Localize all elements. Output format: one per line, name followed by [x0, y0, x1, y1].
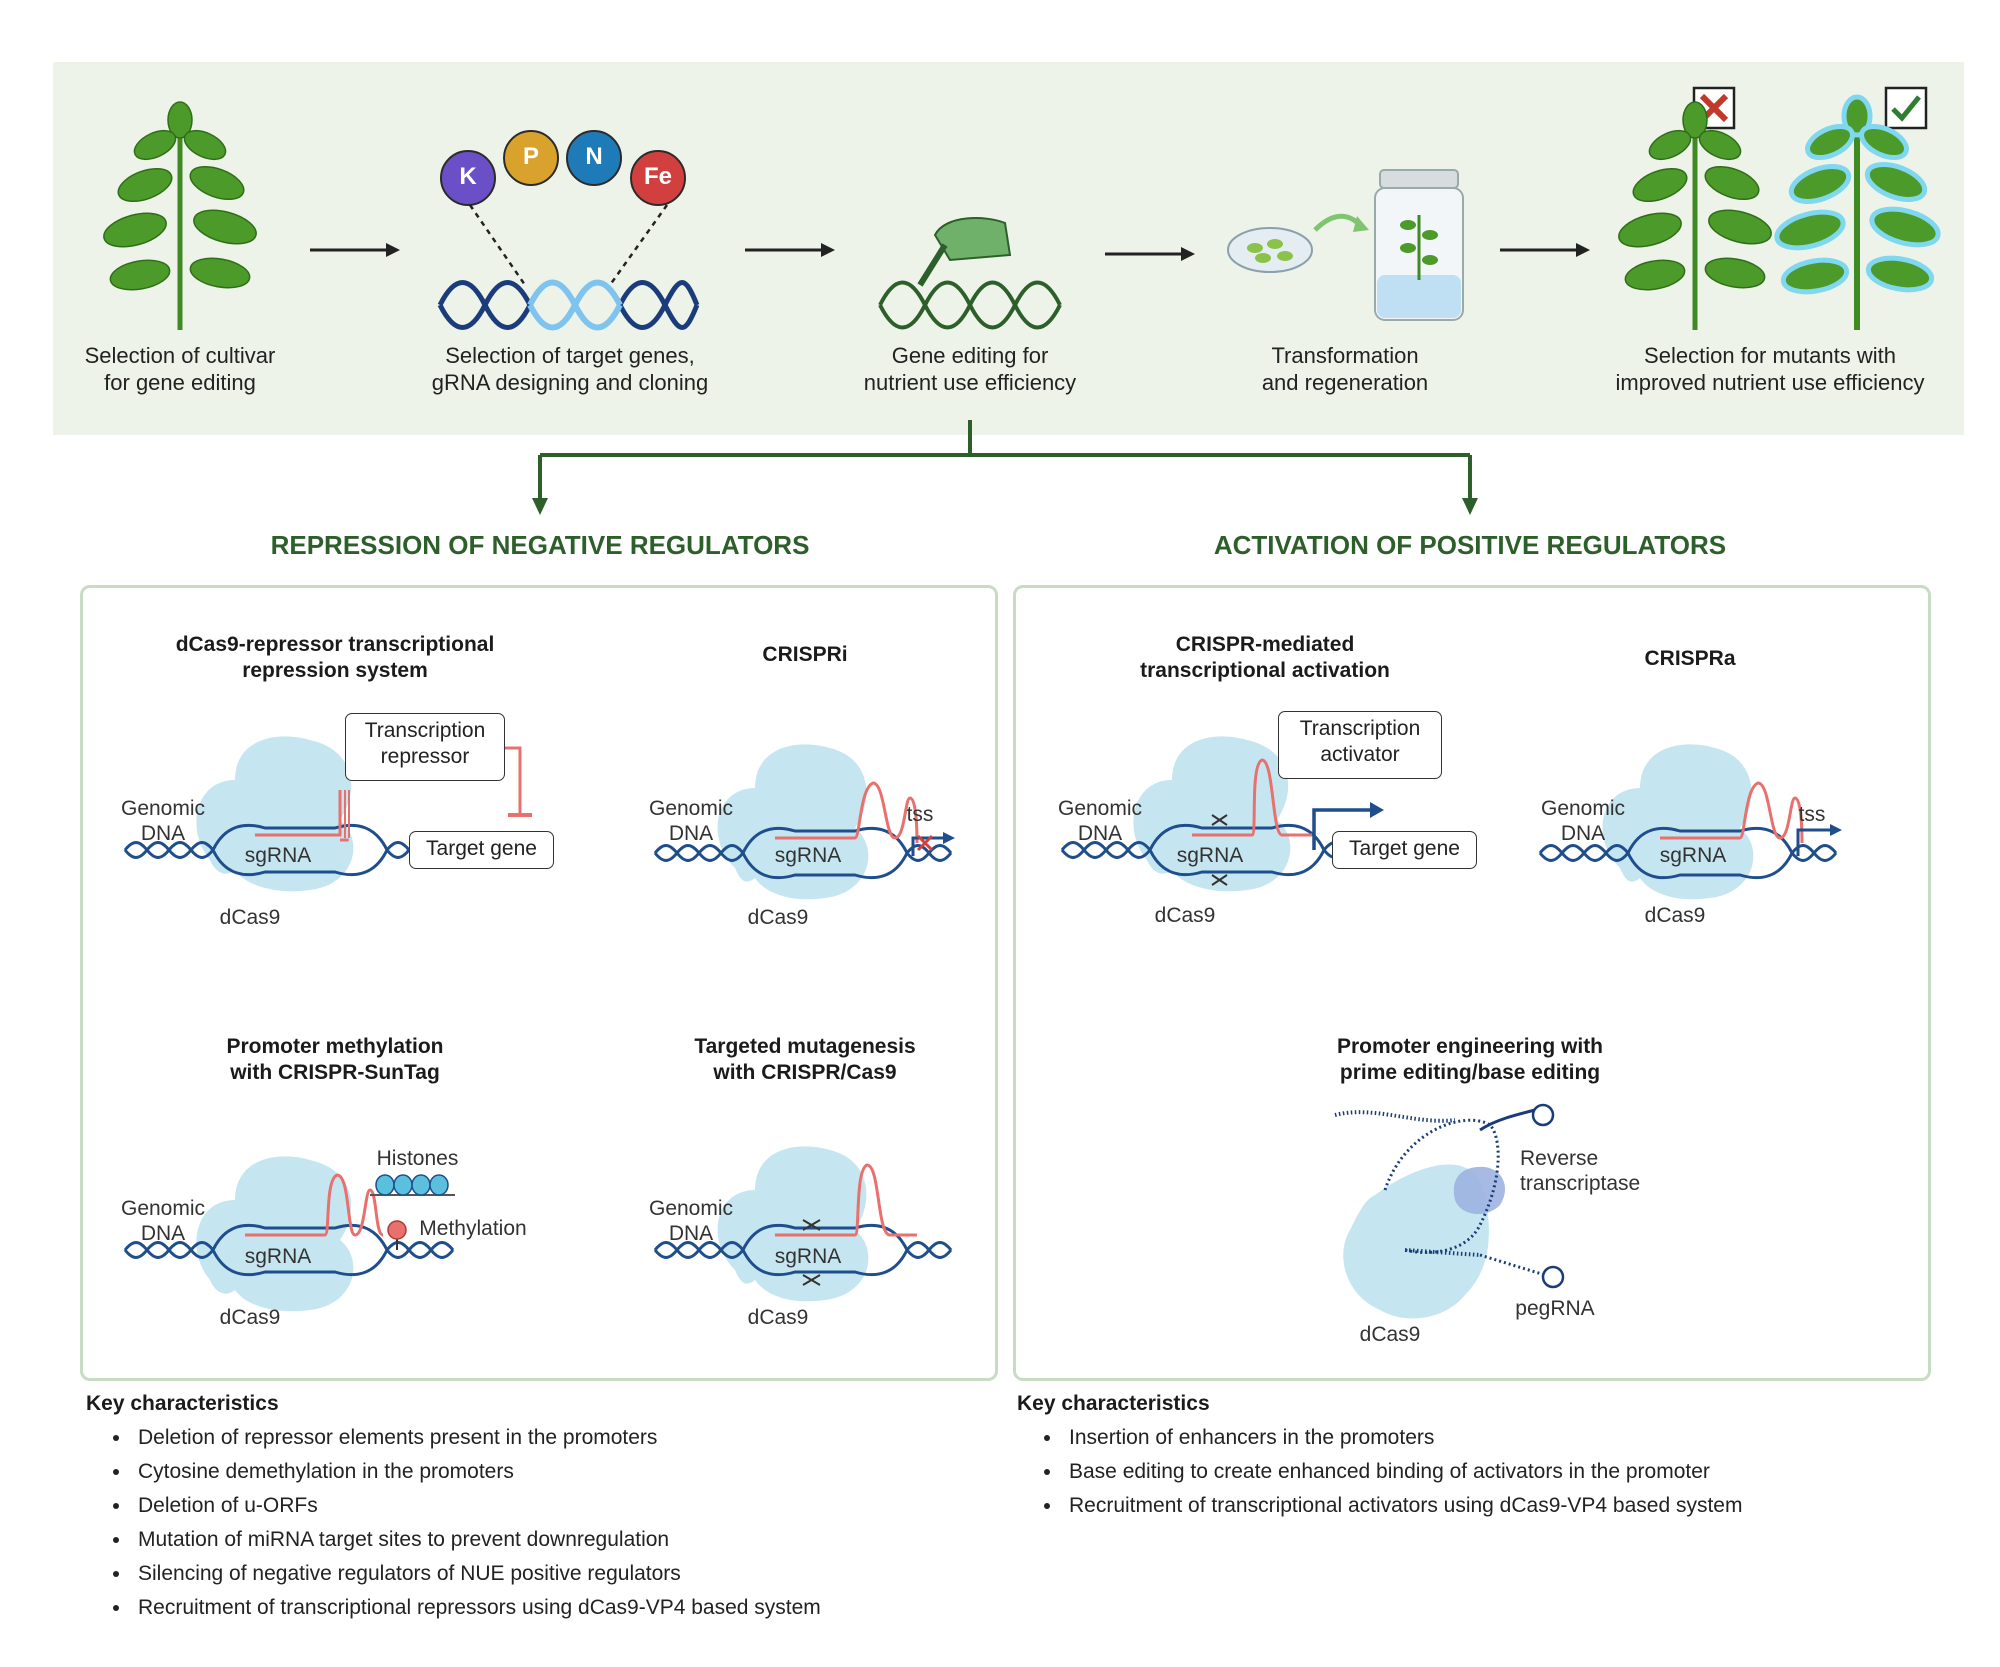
transcription-repressor-box: Transcription repressor [345, 713, 505, 781]
right-panel-2-tss-label: tss [1798, 803, 1826, 826]
step-3-caption: Gene editing for nutrient use efficiency [863, 343, 1077, 395]
left-panel-2-dcas9-label: dCas9 [747, 906, 809, 929]
cultivar-plant-icon [103, 101, 257, 330]
key-item: Mutation of miRNA target sites to preven… [132, 1523, 821, 1557]
left-panel-4-dcas9-label: dCas9 [747, 1306, 809, 1329]
right-panel-1-title: CRISPR-mediated transcriptional activati… [1140, 633, 1390, 682]
left-panel-1-dcas9-label: dCas9 [219, 906, 281, 929]
right-key-title: Key characteristics [1017, 1392, 1210, 1415]
methylation-label: Methylation [419, 1217, 527, 1240]
step-4-caption: Transformation and regeneration [1261, 343, 1429, 395]
left-panel-1-genomic-label: Genomic DNA [120, 797, 206, 845]
right-key-list: Insertion of enhancers in the promotersB… [1017, 1421, 1742, 1523]
reverse-transcriptase-label: Reverse transcriptase [1520, 1147, 1641, 1195]
key-item: Recruitment of transcriptional activator… [1063, 1489, 1742, 1523]
wildtype-plant-icon [1618, 101, 1772, 330]
nutrient-n-icon: N [566, 130, 622, 186]
right-heading: ACTIVATION OF POSITIVE REGULATORS [1213, 530, 1727, 560]
left-key-list: Deletion of repressor elements present i… [86, 1421, 821, 1625]
nutrient-k-icon: K [440, 150, 496, 206]
left-panel-4-genomic-label: Genomic DNA [648, 1197, 734, 1245]
left-panel-2-tss-label: tss [906, 803, 934, 826]
right-panel-2-dcas9-label: dCas9 [1644, 904, 1706, 927]
left-panel-1-sgrna-label: sgRNA [244, 844, 312, 867]
left-panel-4-sgrna-label: sgRNA [774, 1245, 842, 1268]
key-item: Deletion of repressor elements present i… [132, 1421, 821, 1455]
step-1-caption: Selection of cultivar for gene editing [84, 343, 276, 395]
key-item: Insertion of enhancers in the promoters [1063, 1421, 1742, 1455]
crispra-diagram [1538, 744, 1842, 900]
key-item: Cytosine demethylation in the promoters [132, 1455, 821, 1489]
histones-label: Histones [376, 1147, 459, 1170]
right-panel-2-title: CRISPRa [1644, 647, 1736, 670]
pegrna-label: pegRNA [1515, 1297, 1595, 1320]
right-panel-2-genomic-label: Genomic DNA [1540, 797, 1626, 845]
right-panel-1-sgrna-label: sgRNA [1176, 844, 1244, 867]
key-item: Silencing of negative regulators of NUE … [132, 1557, 821, 1591]
left-panel-3-genomic-label: Genomic DNA [120, 1197, 206, 1245]
crispri-diagram [653, 744, 955, 900]
right-panel-1-dcas9-label: dCas9 [1154, 904, 1216, 927]
arrow-2-icon [745, 243, 835, 257]
left-key-title: Key characteristics [86, 1392, 279, 1415]
left-heading: REPRESSION OF NEGATIVE REGULATORS [270, 530, 810, 560]
left-panel-1-title: dCas9-repressor transcriptional repressi… [175, 633, 495, 682]
mutagenesis-diagram [653, 1146, 953, 1302]
left-panel-3-dcas9-label: dCas9 [219, 1306, 281, 1329]
transcription-activator-box: Transcription activator [1278, 711, 1442, 779]
key-item: Recruitment of transcriptional repressor… [132, 1591, 821, 1625]
step-5-caption: Selection for mutants with improved nutr… [1615, 343, 1925, 395]
transformation-icon [1227, 169, 1464, 321]
accepted-mark-icon [1884, 86, 1928, 130]
left-panel-4-title: Targeted mutagenesis with CRISPR/Cas9 [694, 1035, 916, 1084]
step-2-caption: Selection of target genes, gRNA designin… [431, 343, 709, 395]
right-panel-3-dcas9-label: dCas9 [1359, 1323, 1421, 1346]
key-item: Base editing to create enhanced binding … [1063, 1455, 1742, 1489]
target-gene-box: Target gene [409, 831, 554, 869]
nutrient-p-icon: P [503, 130, 559, 186]
target-dna-icon [437, 204, 700, 331]
gene-editing-icon [878, 217, 1062, 330]
left-panel-2-genomic-label: Genomic DNA [648, 797, 734, 845]
branch-connector [532, 420, 1478, 515]
nutrient-fe-icon: Fe [630, 150, 686, 206]
left-panel-2-title: CRISPRi [762, 643, 848, 666]
right-panel-2-sgrna-label: sgRNA [1659, 844, 1727, 867]
mutant-plant-icon [1774, 94, 1941, 330]
right-panel-1-genomic-label: Genomic DNA [1057, 797, 1143, 845]
key-item: Deletion of u-ORFs [132, 1489, 821, 1523]
right-target-gene-box: Target gene [1332, 831, 1477, 869]
arrow-1-icon [310, 243, 400, 257]
left-panel-3-sgrna-label: sgRNA [244, 1245, 312, 1268]
arrow-3-icon [1105, 247, 1195, 261]
prime-editing-diagram [1334, 1103, 1565, 1319]
arrow-4-icon [1500, 243, 1590, 257]
suntag-diagram [123, 1156, 455, 1312]
left-panel-3-title: Promoter methylation with CRISPR-SunTag [226, 1035, 444, 1084]
left-panel-2-sgrna-label: sgRNA [774, 844, 842, 867]
right-panel-3-title: Promoter engineering with prime editing/… [1336, 1035, 1604, 1084]
